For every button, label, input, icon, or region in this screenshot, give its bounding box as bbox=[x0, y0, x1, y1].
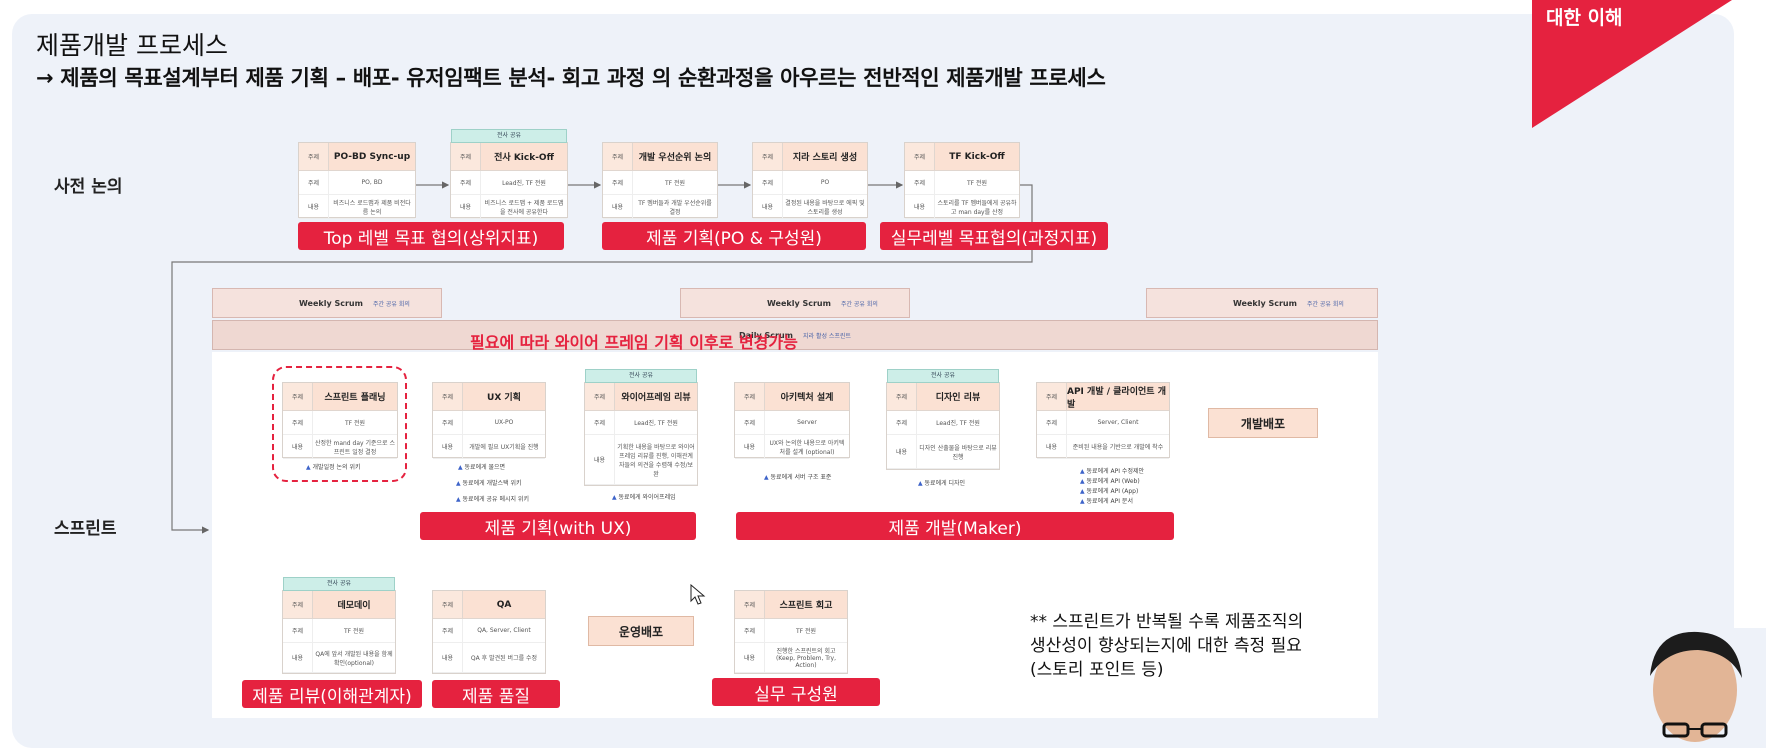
note-planning: 개발일정 논의 위키 bbox=[306, 462, 361, 471]
card-title: 개발 우선순위 논의 bbox=[633, 143, 717, 170]
label-product-dev-maker: 제품 개발(Maker) bbox=[736, 512, 1174, 540]
chip-company-share: 전사 공유 bbox=[887, 369, 999, 383]
note-wireframe: 동료에게 와이어프레임 bbox=[612, 492, 676, 501]
card-title: PO-BD Sync-up bbox=[329, 143, 415, 170]
note-api-4: 동료에게 API 문서 bbox=[1080, 496, 1133, 505]
section-label-pre: 사전 논의 bbox=[54, 177, 123, 197]
note-api-2: 동료에게 API (Web) bbox=[1080, 476, 1140, 485]
note-ux-2: 동료에게 개발스택 위키 bbox=[456, 478, 522, 487]
chip-company-share: 전사 공유 bbox=[585, 369, 697, 383]
sprint-note: ** 스프린트가 반복될 수록 제품조직의 생산성이 향상되는지에 대한 측정 … bbox=[1030, 610, 1360, 682]
page-title: 제품개발 프로세스 bbox=[36, 31, 228, 60]
mouse-cursor-icon bbox=[690, 584, 706, 605]
card-title: 아키텍처 설계 bbox=[765, 383, 849, 410]
card-title: 데모데이 bbox=[313, 591, 395, 618]
note-line-3: (스토리 포인트 등) bbox=[1030, 660, 1164, 680]
note-ux-1: 동료에게 물으면 bbox=[458, 462, 506, 471]
card-title: QA bbox=[463, 591, 545, 618]
label-working-members: 실무 구성원 bbox=[712, 678, 880, 706]
card-title: 디자인 리뷰 bbox=[917, 383, 999, 410]
card-title: UX 기획 bbox=[463, 383, 545, 410]
note-line-1: ** 스프린트가 반복될 수록 제품조직의 bbox=[1030, 612, 1304, 632]
card-title: 스프린트 회고 bbox=[765, 591, 847, 618]
card-title: API 개발 / 클라이언트 개발 bbox=[1067, 383, 1169, 410]
note-design: 동료에게 디자인 bbox=[918, 478, 966, 487]
ribbon-text: 대한 이해 bbox=[1546, 7, 1623, 29]
section-label-sprint: 스프린트 bbox=[54, 519, 117, 539]
change-note: 필요에 따라 와이어 프레임 기획 이후로 변경가능 bbox=[470, 333, 798, 352]
chip-company-share: 전사 공유 bbox=[283, 577, 395, 591]
note-api-3: 동료에게 API (App) bbox=[1080, 486, 1139, 495]
planning-highlight bbox=[272, 366, 407, 482]
note-ux-3: 동료에게 공유 메시지 위키 bbox=[456, 494, 529, 503]
label-planning-with-ux: 제품 기획(with UX) bbox=[420, 512, 696, 540]
card-title: 전사 Kick-Off bbox=[481, 143, 567, 170]
page-subtitle: → 제품의 목표설계부터 제품 기획 – 배포- 유저임팩트 분석- 회고 과정… bbox=[36, 66, 1106, 90]
note-line-2: 생산성이 향상되는지에 대한 측정 필요 bbox=[1030, 636, 1302, 656]
label-product-planning: 제품 기획(PO & 구성원) bbox=[602, 222, 866, 250]
card-title: TF Kick-Off bbox=[935, 143, 1019, 170]
card-title: 스프린트 플래닝 bbox=[313, 383, 397, 410]
card-title: 지라 스토리 생성 bbox=[783, 143, 867, 170]
label-product-review: 제품 리뷰(이해관계자) bbox=[242, 680, 422, 708]
card-title: 와이어프레임 리뷰 bbox=[615, 383, 697, 410]
presenter-webcam bbox=[1620, 628, 1766, 748]
chip-company-share: 전사 공유 bbox=[451, 129, 567, 143]
note-architecture: 동료에게 서버 구조 표준 bbox=[764, 472, 832, 481]
dev-deploy-box: 개발배포 bbox=[1208, 408, 1318, 438]
note-api-1: 동료에게 API 수정제안 bbox=[1080, 466, 1144, 475]
label-top-level-goal: Top 레벨 목표 협의(상위지표) bbox=[298, 222, 564, 250]
ops-deploy-box: 운영배포 bbox=[588, 616, 694, 646]
label-product-quality: 제품 품질 bbox=[432, 680, 560, 708]
label-working-level-goal: 실무레벨 목표협의(과정지표) bbox=[880, 222, 1108, 250]
